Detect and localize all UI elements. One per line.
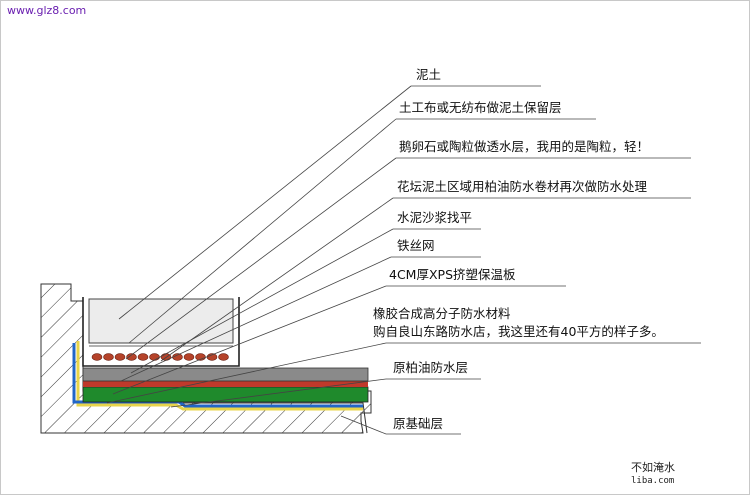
label-geotextile: 土工布或无纺布做泥土保留层 — [399, 100, 562, 115]
label-wire-mesh: 铁丝网 — [397, 238, 435, 253]
planter-liner — [82, 297, 240, 367]
label-xps: 4CM厚XPS挤塑保温板 — [389, 267, 516, 282]
label-soil: 泥土 — [416, 67, 441, 82]
leader-lines — [106, 85, 701, 435]
watermark-text: 不如淹水 — [631, 460, 675, 474]
soil-box — [88, 298, 234, 344]
pebble — [126, 353, 137, 361]
label-drainage: 鹅卵石或陶粒做透水层，我用的是陶粒，轻！ — [399, 139, 649, 154]
pebble — [114, 353, 126, 361]
pebble — [91, 353, 103, 361]
label-rubber-line1: 橡胶合成高分子防水材料 — [373, 306, 511, 321]
pebble — [103, 353, 114, 361]
label-rubber-line2: 购自良山东路防水店，我这里还有40平方的样子多。 — [373, 324, 664, 339]
site-url: www.glz8.com — [7, 4, 86, 17]
wire-mesh-layer — [83, 381, 368, 387]
label-asphalt: 原柏油防水层 — [393, 360, 468, 375]
label-screed: 水泥沙浆找平 — [397, 210, 472, 225]
label-planter-waterproof: 花坛泥土区域用柏油防水卷材再次做防水处理 — [397, 179, 648, 194]
pebble — [183, 353, 195, 361]
pebble — [137, 353, 149, 361]
watermark-domain: liba.com — [631, 476, 674, 486]
pebble — [218, 353, 229, 361]
label-base: 原基础层 — [393, 416, 443, 431]
pebble-layer — [91, 353, 229, 361]
pebble — [149, 353, 160, 361]
rubber-membrane-yellow — [76, 341, 363, 411]
